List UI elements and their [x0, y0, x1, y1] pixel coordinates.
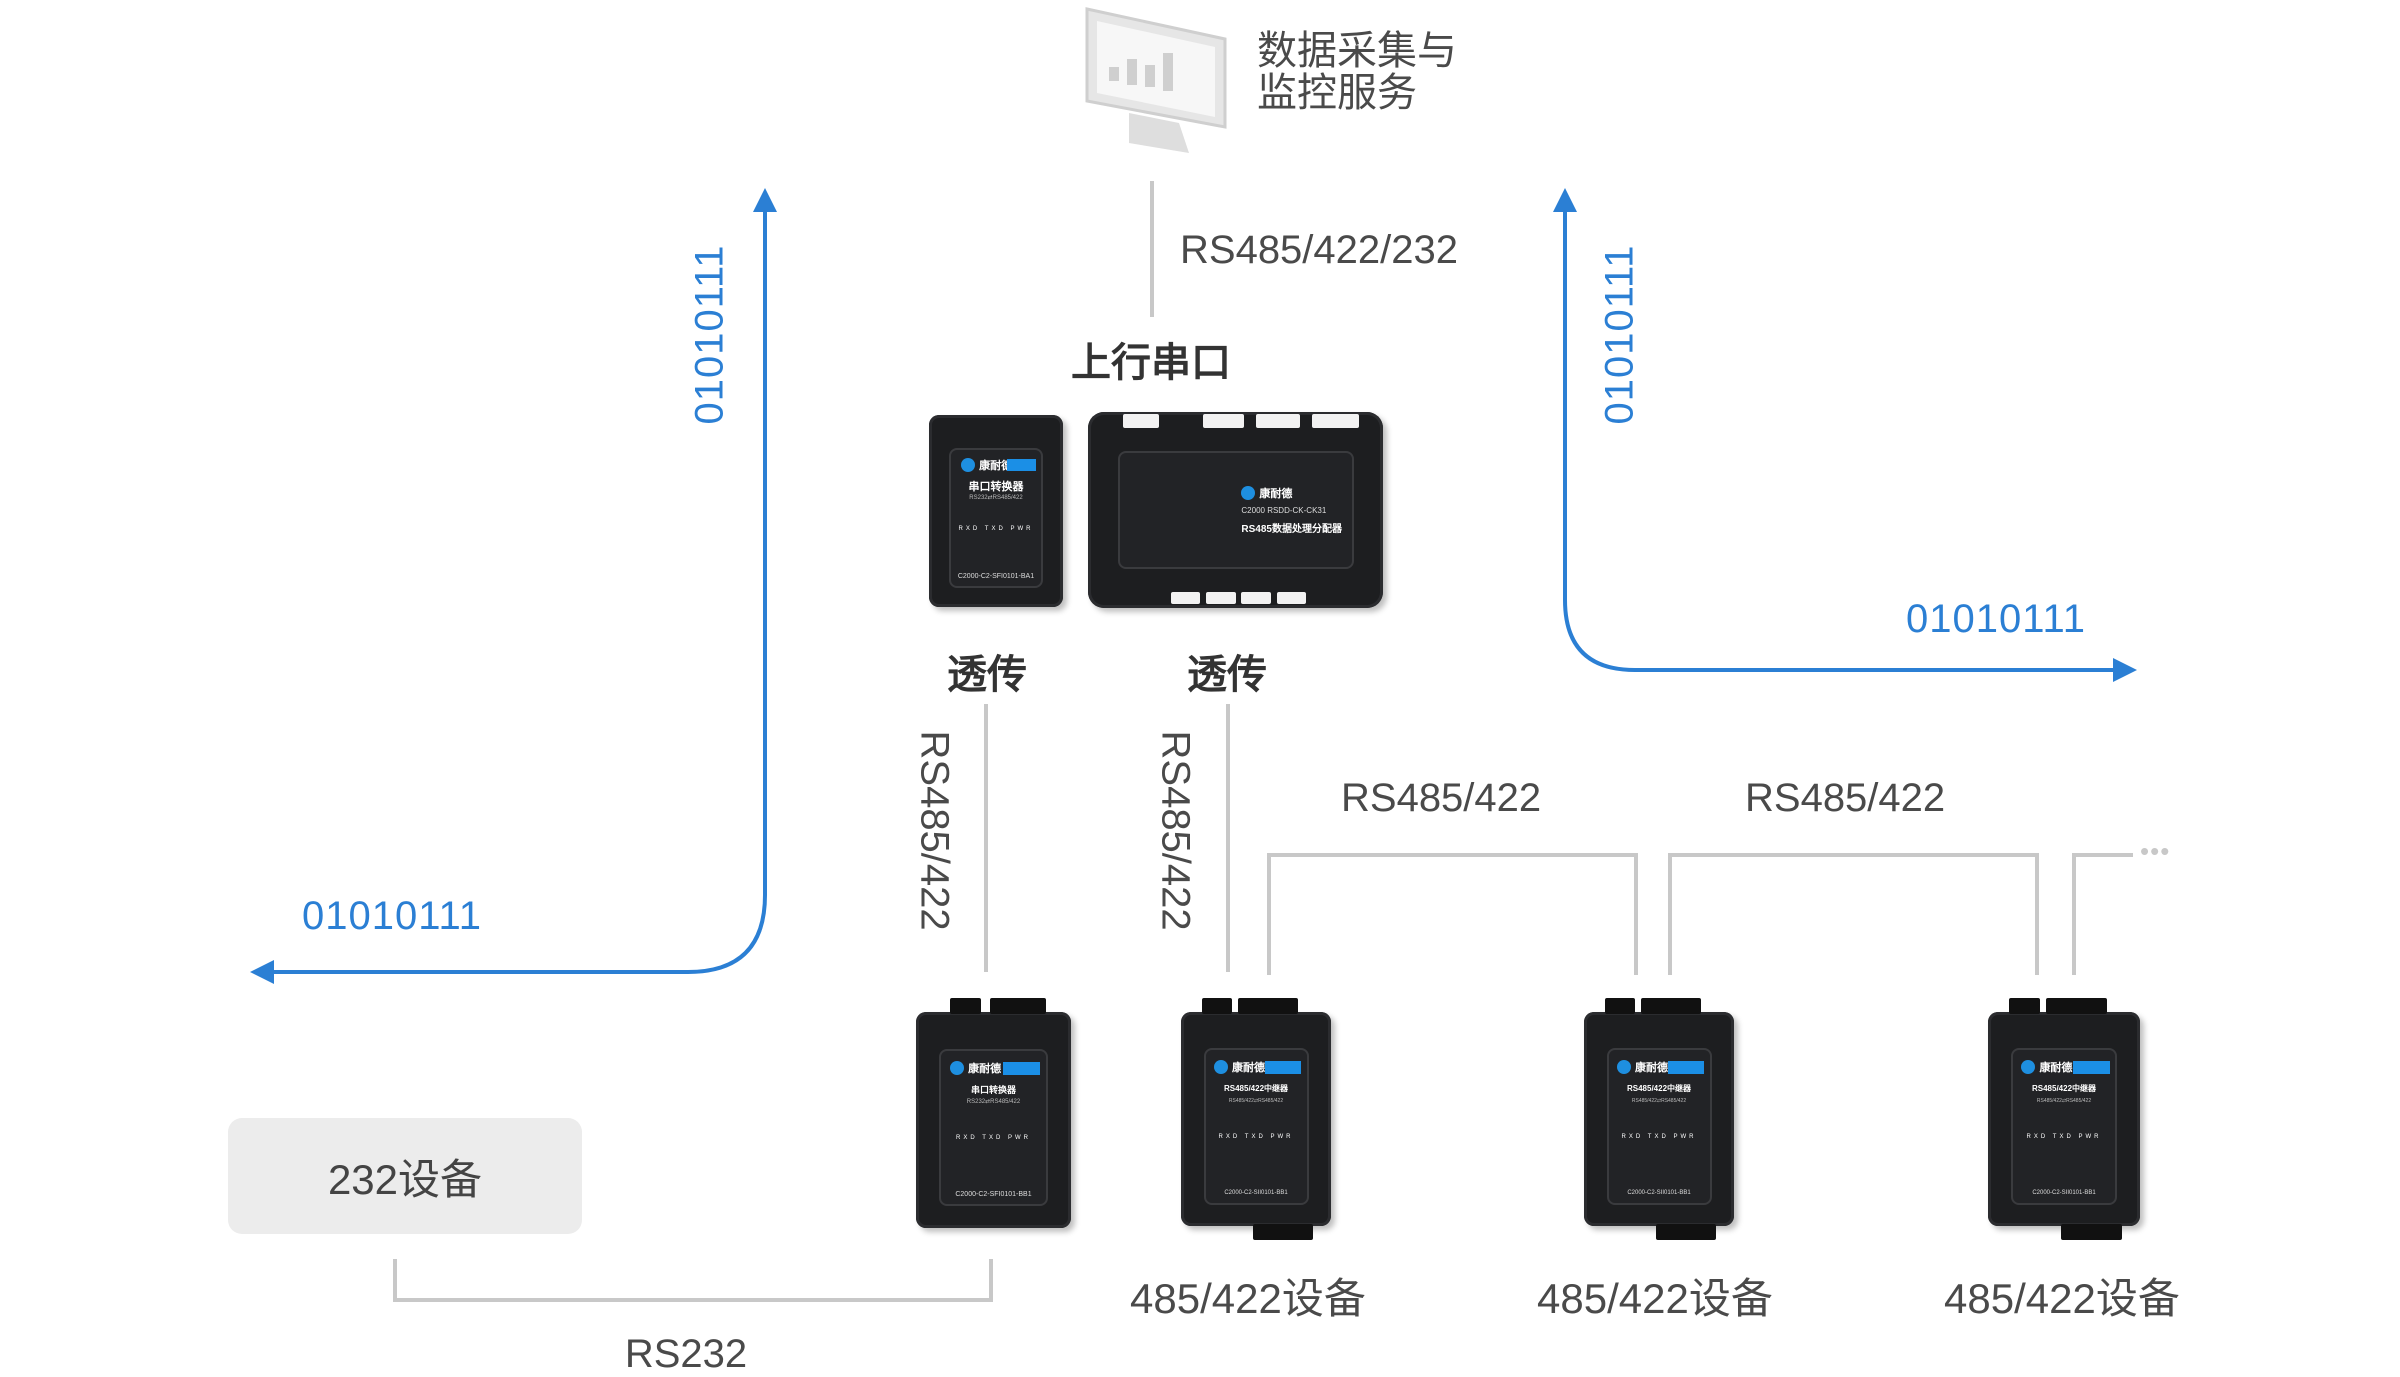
passthrough-right: 透传 — [1187, 653, 1267, 697]
device-subtitle: RS485/422⇄RS485/422 — [1631, 1097, 1687, 1104]
repeater-1: 康耐德 RS485/422中继器 RS485/422⇄RS485/422 RXD… — [1181, 998, 1331, 1240]
rs485-distributor: 康耐德 C2000 RSDD-CK-CK31 RS485数据处理分配器 — [1088, 412, 1383, 608]
device-name: RS485/422中继器 — [1626, 1083, 1692, 1093]
serial-converter-bottom: 康耐德 串口转换器 RS232⇄RS485/422 RXD TXD PWR C2… — [916, 998, 1071, 1228]
device-model: C2000-C2-SII0101-BB1 — [2032, 1190, 2096, 1197]
device-name: 串口转换器 — [968, 481, 1024, 494]
repeater-3: 康耐德 RS485/422中继器 RS485/422⇄RS485/422 RXD… — [1988, 998, 2140, 1240]
bus-segment-2 — [1668, 853, 2039, 975]
uplink-label: 上行串口 — [1071, 341, 1231, 385]
uplink-protocol: RS485/422/232 — [1180, 228, 1459, 272]
bus-segment-1 — [1267, 853, 1638, 975]
blue-label — [1668, 1061, 1704, 1075]
blue-label — [2073, 1061, 2110, 1075]
device-label-3: 485/422设备 — [1944, 1275, 2180, 1322]
device-subtitle: RS232⇄RS485/422 — [969, 494, 1023, 501]
device-name: RS485/422中继器 — [2031, 1083, 2097, 1093]
left-flow-arrow — [250, 188, 777, 984]
rs232-device-box: 232设备 — [228, 1118, 582, 1234]
vertical-link-label-left: RS485/422 — [912, 730, 957, 931]
rs232-bracket — [393, 1259, 993, 1302]
monitor-title-line1: 数据采集与 — [1257, 29, 1457, 73]
device-leds: RXD TXD PWR — [2026, 1133, 2102, 1140]
device-subtitle: RS485/422⇄RS485/422 — [2036, 1097, 2092, 1104]
device-leds: RXD TXD PWR — [958, 526, 1034, 533]
brand-logo: 康耐德 — [1617, 1059, 1668, 1075]
monitor-title-line2: 监控服务 — [1257, 71, 1417, 115]
vertical-link-label-right: RS485/422 — [1153, 730, 1198, 931]
brand-logo: 康耐德 — [950, 1060, 1001, 1076]
bus-segment-3 — [2072, 853, 2133, 975]
monitor-title: 数据采集与 监控服务 — [1257, 30, 1457, 114]
brand-logo: 康耐德 — [1214, 1059, 1265, 1075]
flow-left-vertical: 01010111 — [687, 244, 732, 425]
brand-logo: 康耐德 — [2021, 1059, 2072, 1075]
blue-label — [1265, 1061, 1301, 1075]
rs232-link-label: RS232 — [624, 1332, 748, 1376]
device-model: C2000-C2-SFI0101-BB1 — [955, 1190, 1032, 1198]
flow-right-vertical: 01010111 — [1597, 244, 1642, 425]
flow-left-horizontal: 01010111 — [302, 894, 483, 938]
device-model: C2000-C2-SII0101-BB1 — [1224, 1190, 1288, 1197]
device-model: C2000 RSDD-CK-CK31 — [1241, 506, 1327, 516]
flow-right-horizontal: 01010111 — [1906, 597, 2087, 641]
blue-label — [1006, 459, 1037, 471]
serial-converter-top: 康耐德 串口转换器 RS232⇄RS485/422 RXD TXD PWR C2… — [929, 415, 1063, 607]
device-model: C2000-C2-SII0101-BB1 — [1627, 1190, 1691, 1197]
monitor-chart-icon — [1079, 5, 1229, 155]
device-name: 串口转换器 — [970, 1085, 1016, 1096]
right-flow-arrow — [1553, 188, 2137, 682]
device-name: RS485数据处理分配器 — [1241, 523, 1342, 535]
brand-logo: 康耐德 — [1241, 485, 1292, 501]
device-panel — [2010, 1048, 2118, 1205]
more-devices-dots: ••• — [2140, 836, 2171, 866]
rs232-device-label: 232设备 — [327, 1155, 483, 1203]
device-panel — [939, 1048, 1048, 1207]
device-panel — [1606, 1048, 1712, 1205]
device-subtitle: RS485/422⇄RS485/422 — [1228, 1097, 1284, 1104]
device-panel — [1117, 451, 1354, 569]
device-panel — [1203, 1048, 1309, 1205]
repeater-2: 康耐德 RS485/422中继器 RS485/422⇄RS485/422 RXD… — [1584, 998, 1734, 1240]
bus-label-2: RS485/422 — [1745, 776, 1946, 820]
brand-logo: 康耐德 — [961, 457, 1012, 473]
device-label-2: 485/422设备 — [1537, 1275, 1773, 1322]
device-label-1: 485/422设备 — [1130, 1275, 1366, 1322]
blue-label — [1002, 1061, 1040, 1075]
device-leds: RXD TXD PWR — [956, 1135, 1031, 1142]
device-leds: RXD TXD PWR — [1621, 1133, 1697, 1140]
device-model: C2000-C2-SFI0101-BA1 — [957, 573, 1035, 581]
device-leds: RXD TXD PWR — [1218, 1133, 1294, 1140]
device-name: RS485/422中继器 — [1223, 1083, 1289, 1093]
bus-label-1: RS485/422 — [1341, 776, 1542, 820]
passthrough-left: 透传 — [947, 653, 1027, 697]
device-subtitle: RS232⇄RS485/422 — [966, 1099, 1021, 1106]
